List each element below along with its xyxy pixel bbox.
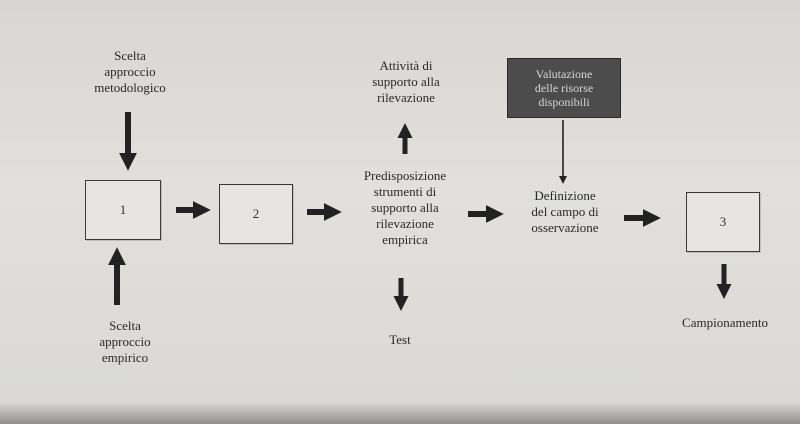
step-box-3: 3 xyxy=(686,192,760,252)
step-box-2: 2 xyxy=(219,184,293,244)
label-attivita-supporto: Attività di supporto alla rilevazione xyxy=(372,58,440,105)
label-test: Test xyxy=(389,332,411,347)
label-scelta-approccio-metodologico: Scelta approccio metodologico xyxy=(94,48,166,95)
label-scelta-approccio-empirico: Scelta approccio empirico xyxy=(99,318,151,365)
label-campionamento: Campionamento xyxy=(682,315,768,330)
label-definizione-campo: Definizione del campo di osservazione xyxy=(531,188,599,235)
box-valutazione-risorse: Valutazione delle risorse disponibili xyxy=(507,58,621,118)
step-box-1: 1 xyxy=(85,180,161,240)
label-predisposizione-strumenti: Predisposizione strumenti di supporto al… xyxy=(363,168,447,247)
